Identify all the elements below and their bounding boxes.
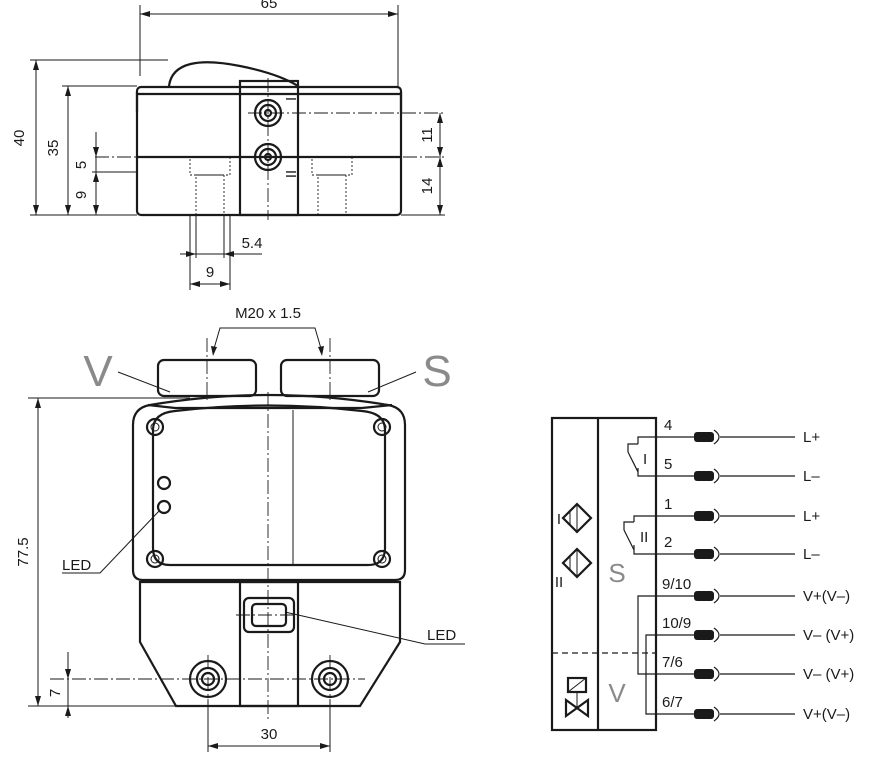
dim-right-lower: 14	[419, 178, 436, 195]
switch-i-icon	[627, 436, 656, 477]
led-indicator-1	[156, 475, 172, 491]
letter-v: V	[83, 347, 113, 396]
valve-icon	[564, 676, 590, 719]
sensor-ii-icon	[561, 547, 593, 579]
switch-ii-icon	[623, 515, 656, 555]
pin-row-7: 7/6 V– (V+)	[656, 654, 854, 683]
pin-number: 9/10	[662, 576, 691, 593]
pin-row-1: 4 L+	[656, 417, 820, 446]
pin-number: 1	[664, 496, 672, 513]
led-label-left: LED	[62, 557, 91, 574]
dim-lower: 9	[73, 191, 90, 199]
sensor-i-label: I	[557, 511, 561, 528]
dim-height-total: 40	[11, 130, 28, 147]
dim-width: 65	[261, 0, 278, 12]
pin-number: 7/6	[662, 654, 683, 671]
sensor-ii-label: II	[555, 574, 563, 591]
pin-signal: L+	[803, 508, 820, 525]
pin-number: 4	[664, 417, 672, 434]
switch-ii-label: II	[640, 529, 648, 546]
port-label-ii: II	[282, 170, 299, 178]
side-view: 65 I II	[11, 0, 445, 290]
pin-signal: L–	[803, 468, 820, 485]
section-s-label: S	[608, 558, 625, 588]
switch-i-label: I	[643, 451, 647, 468]
pin-number: 5	[664, 456, 672, 473]
pin-row-8: 6/7 V+(V–)	[656, 694, 850, 723]
pin-number: 6/7	[662, 694, 683, 711]
dim-upper: 5	[73, 161, 90, 169]
pin-row-4: 2 L–	[656, 534, 820, 563]
port-label-i: I	[282, 97, 299, 101]
pin-signal: V– (V+)	[803, 666, 854, 683]
pin-signal: V+(V–)	[803, 588, 850, 605]
pin-signal: L–	[803, 546, 820, 563]
pin-row-6: 10/9 V– (V+)	[656, 615, 854, 644]
led-indicator-2	[156, 499, 172, 515]
pin-row-3: 1 L+	[656, 496, 820, 525]
letter-s: S	[422, 347, 451, 396]
pin-row-5: 9/10 V+(V–)	[656, 576, 850, 605]
dim-front-bottom: 7	[47, 689, 64, 697]
pin-number: 2	[664, 534, 672, 551]
sensor-i-icon	[561, 502, 593, 534]
pin-row-2: 5 L–	[656, 456, 820, 485]
pin-number: 10/9	[662, 615, 691, 632]
wiring-diagram: S V I II I	[550, 416, 854, 732]
thread-label: M20 x 1.5	[235, 305, 301, 322]
led-label-right: LED	[427, 627, 456, 644]
dim-height-body: 35	[45, 140, 62, 157]
pin-signal: L+	[803, 429, 820, 446]
dim-pitch: 9	[206, 264, 214, 281]
front-view: M20 x 1.5 V S	[15, 305, 465, 752]
pin-signal: V+(V–)	[803, 706, 850, 723]
dim-hole-pitch: 30	[261, 726, 278, 743]
pin-signal: V– (V+)	[803, 627, 854, 644]
section-v-label: V	[608, 678, 626, 708]
dim-bore: 5.4	[242, 235, 263, 252]
dim-front-height: 77.5	[15, 537, 32, 566]
dim-right-upper: 11	[419, 127, 436, 143]
